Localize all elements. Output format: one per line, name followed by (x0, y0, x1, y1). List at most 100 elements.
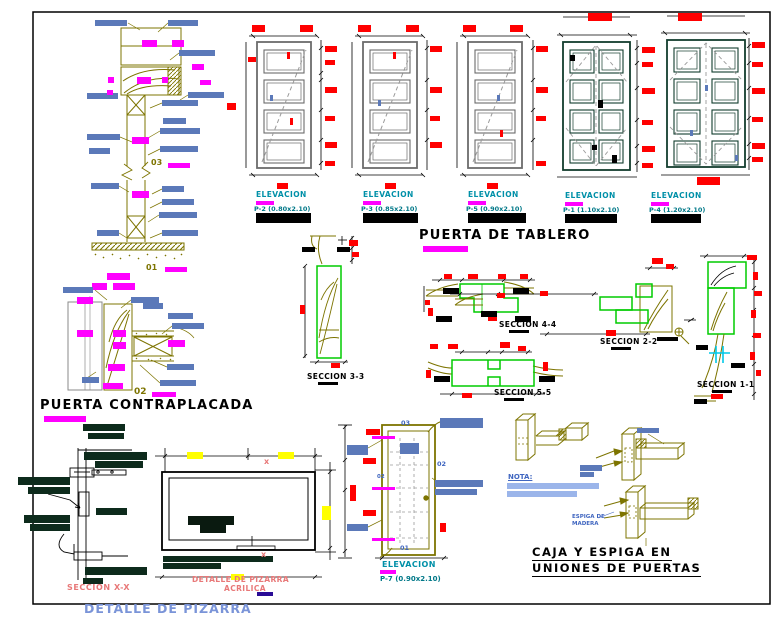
dimension-mark (331, 363, 340, 368)
redacted-label (172, 323, 204, 329)
title-caja-espiga-1: CAJA Y ESPIGA EN (532, 546, 672, 562)
nota-label: NOTA: (508, 473, 533, 481)
redacted-label (163, 563, 221, 569)
redacted-label (83, 424, 125, 431)
redacted-label (87, 134, 120, 140)
title-puerta-tablero: PUERTA DE TABLERO (419, 228, 591, 243)
redacted-label (88, 433, 124, 439)
dimension-mark (325, 142, 337, 148)
espiga-note-1: ESPIGA DE (572, 514, 605, 520)
redacted-label (24, 515, 70, 523)
underline (509, 330, 529, 333)
redacted-label (163, 118, 186, 124)
dimension-mark (227, 103, 236, 110)
dimension-mark (322, 506, 331, 520)
redacted-label (83, 578, 103, 584)
pizarra-label-1: DETALLE DE PIZARRA (192, 575, 290, 584)
section-x-x-label: SECCION X-X (67, 583, 131, 592)
redacted-label (162, 186, 184, 192)
redacted-label (162, 230, 198, 236)
dimension-mark (132, 137, 149, 144)
dimension-mark (500, 130, 503, 137)
dimension-mark (325, 46, 337, 52)
dimension-mark (372, 487, 395, 490)
redacted-label (82, 377, 99, 383)
dimension-mark (536, 46, 548, 52)
dimension-mark (113, 330, 126, 337)
elevation-label-5: ELEVACION (651, 191, 702, 200)
title-detalle-pizarra: DETALLE DE PIZARRA (84, 601, 252, 616)
dimension-mark (440, 523, 446, 532)
dimension-mark (678, 13, 702, 21)
dimension-mark (642, 146, 655, 152)
dimension-mark (300, 305, 305, 314)
dimension-mark (325, 87, 337, 93)
dimension-mark (200, 80, 211, 85)
redacted-label (435, 489, 477, 495)
title-caja-espiga-2: UNIONES DE PUERTAS (532, 562, 702, 578)
dimension-mark (666, 264, 674, 269)
dimension-mark (462, 393, 472, 398)
underline (712, 390, 732, 393)
redacted-label (85, 567, 147, 575)
dimension-mark (107, 273, 130, 280)
elevation-code-5: P-4 (1.20x2.10) (649, 206, 706, 214)
dimension-mark (540, 291, 548, 296)
dimension-mark (598, 100, 603, 108)
elevation-label-3: ELEVACION (468, 190, 519, 199)
section-x-x-drawing (47, 448, 132, 580)
redacted-label (63, 287, 93, 293)
dimension-mark (756, 370, 761, 376)
door-elevation-4 (557, 16, 640, 178)
redacted-label (440, 418, 483, 428)
dimension-mark (231, 574, 244, 580)
dimension-mark (444, 274, 452, 279)
door-marker-02: 02 (437, 460, 447, 468)
underline (257, 592, 273, 596)
elevation-label-2: ELEVACION (363, 190, 414, 199)
redacted-label (30, 524, 70, 531)
dimension-mark (426, 370, 431, 378)
dimension-mark (350, 485, 356, 501)
dimension-mark (536, 161, 546, 166)
dimension-mark (77, 330, 93, 337)
dimension-mark (349, 240, 358, 246)
dimension-mark (488, 316, 497, 321)
redacted-label (256, 213, 311, 223)
redacted-label (443, 288, 459, 294)
sheet-border (32, 11, 771, 605)
section-1-1-label: SECCION 1-1 (697, 380, 755, 389)
redacted-label (162, 100, 198, 106)
redacted-label (513, 288, 529, 294)
redacted-label (468, 213, 526, 223)
dimension-mark (752, 143, 765, 149)
wall-section-detail (91, 22, 189, 260)
redacted-label (143, 303, 163, 309)
redacted-label (28, 487, 70, 494)
section-1-1 (684, 253, 757, 402)
redacted-label (91, 183, 119, 189)
section-5-5-label: SECCION 5-5 (494, 388, 552, 397)
underline (468, 201, 486, 205)
door-marker-03: 03 (401, 419, 411, 427)
underline (256, 201, 274, 205)
section-4-4-label: SECCION 4-4 (499, 320, 557, 329)
door-marker-01: 01 (400, 544, 410, 552)
redacted-label (694, 399, 707, 404)
door-elevation-1 (245, 33, 324, 178)
dimension-mark (325, 60, 335, 65)
dimension-mark (606, 330, 616, 336)
redacted-label (84, 452, 147, 460)
elevation-code-4: P-1 (1.10x2.10) (563, 206, 620, 214)
redacted-label (95, 20, 127, 26)
dimension-mark (430, 344, 438, 349)
redacted-label (696, 345, 708, 350)
dimension-mark (652, 258, 663, 264)
dimension-mark (750, 352, 755, 360)
redacted-label (179, 50, 215, 56)
dimension-mark (510, 25, 523, 32)
detail-marker-03: 03 (151, 158, 163, 167)
underline (318, 382, 338, 385)
dimension-mark (747, 255, 757, 260)
